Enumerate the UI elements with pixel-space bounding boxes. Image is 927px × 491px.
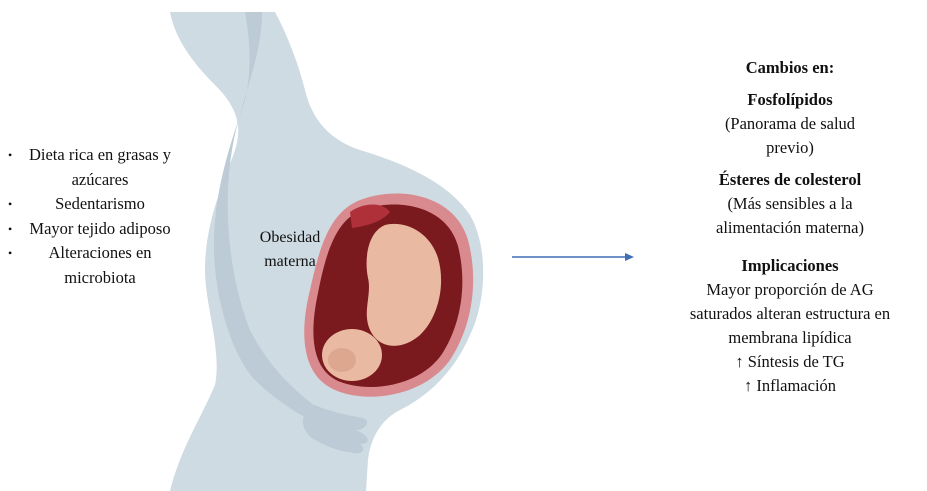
changes-heading: Cambios en: [650,56,927,80]
risk-item-sedentarism: Sedentarismo [8,192,178,217]
risk-item-diet: Dieta rica en grasas y azúcares [8,143,178,192]
implications-line-5: ↑ Inflamación [650,374,927,398]
implications-title: Implicaciones [650,254,927,278]
maternal-obesity-label: Obesidad materna [248,226,332,274]
label-line-1: Obesidad [248,226,332,250]
phospholipids-title: Fosfolípidos [650,88,927,112]
label-line-2: materna [248,250,332,274]
cholesterol-esters-title: Ésteres de colesterol [650,168,927,192]
implications-line-2: saturados alteran estructura en [650,302,927,326]
implications-line-3: membrana lipídica [650,326,927,350]
phospholipids-note-1: (Panorama de salud [650,112,927,136]
risk-item-microbiota: Alteraciones en microbiota [8,241,178,290]
phospholipids-note-2: previo) [650,136,927,160]
risk-item-adipose: Mayor tejido adiposo [8,217,178,242]
cholesterol-esters-note-2: alimentación materna) [650,216,927,240]
changes-panel: Cambios en: Fosfolípidos (Panorama de sa… [650,56,927,398]
fetus-face-shade [328,348,356,372]
risk-factor-list: Dieta rica en grasas y azúcares Sedentar… [8,143,178,290]
right-arrow-icon [625,253,634,261]
implications-line-4: ↑ Síntesis de TG [650,350,927,374]
implications-line-1: Mayor proporción de AG [650,278,927,302]
cholesterol-esters-note-1: (Más sensibles a la [650,192,927,216]
